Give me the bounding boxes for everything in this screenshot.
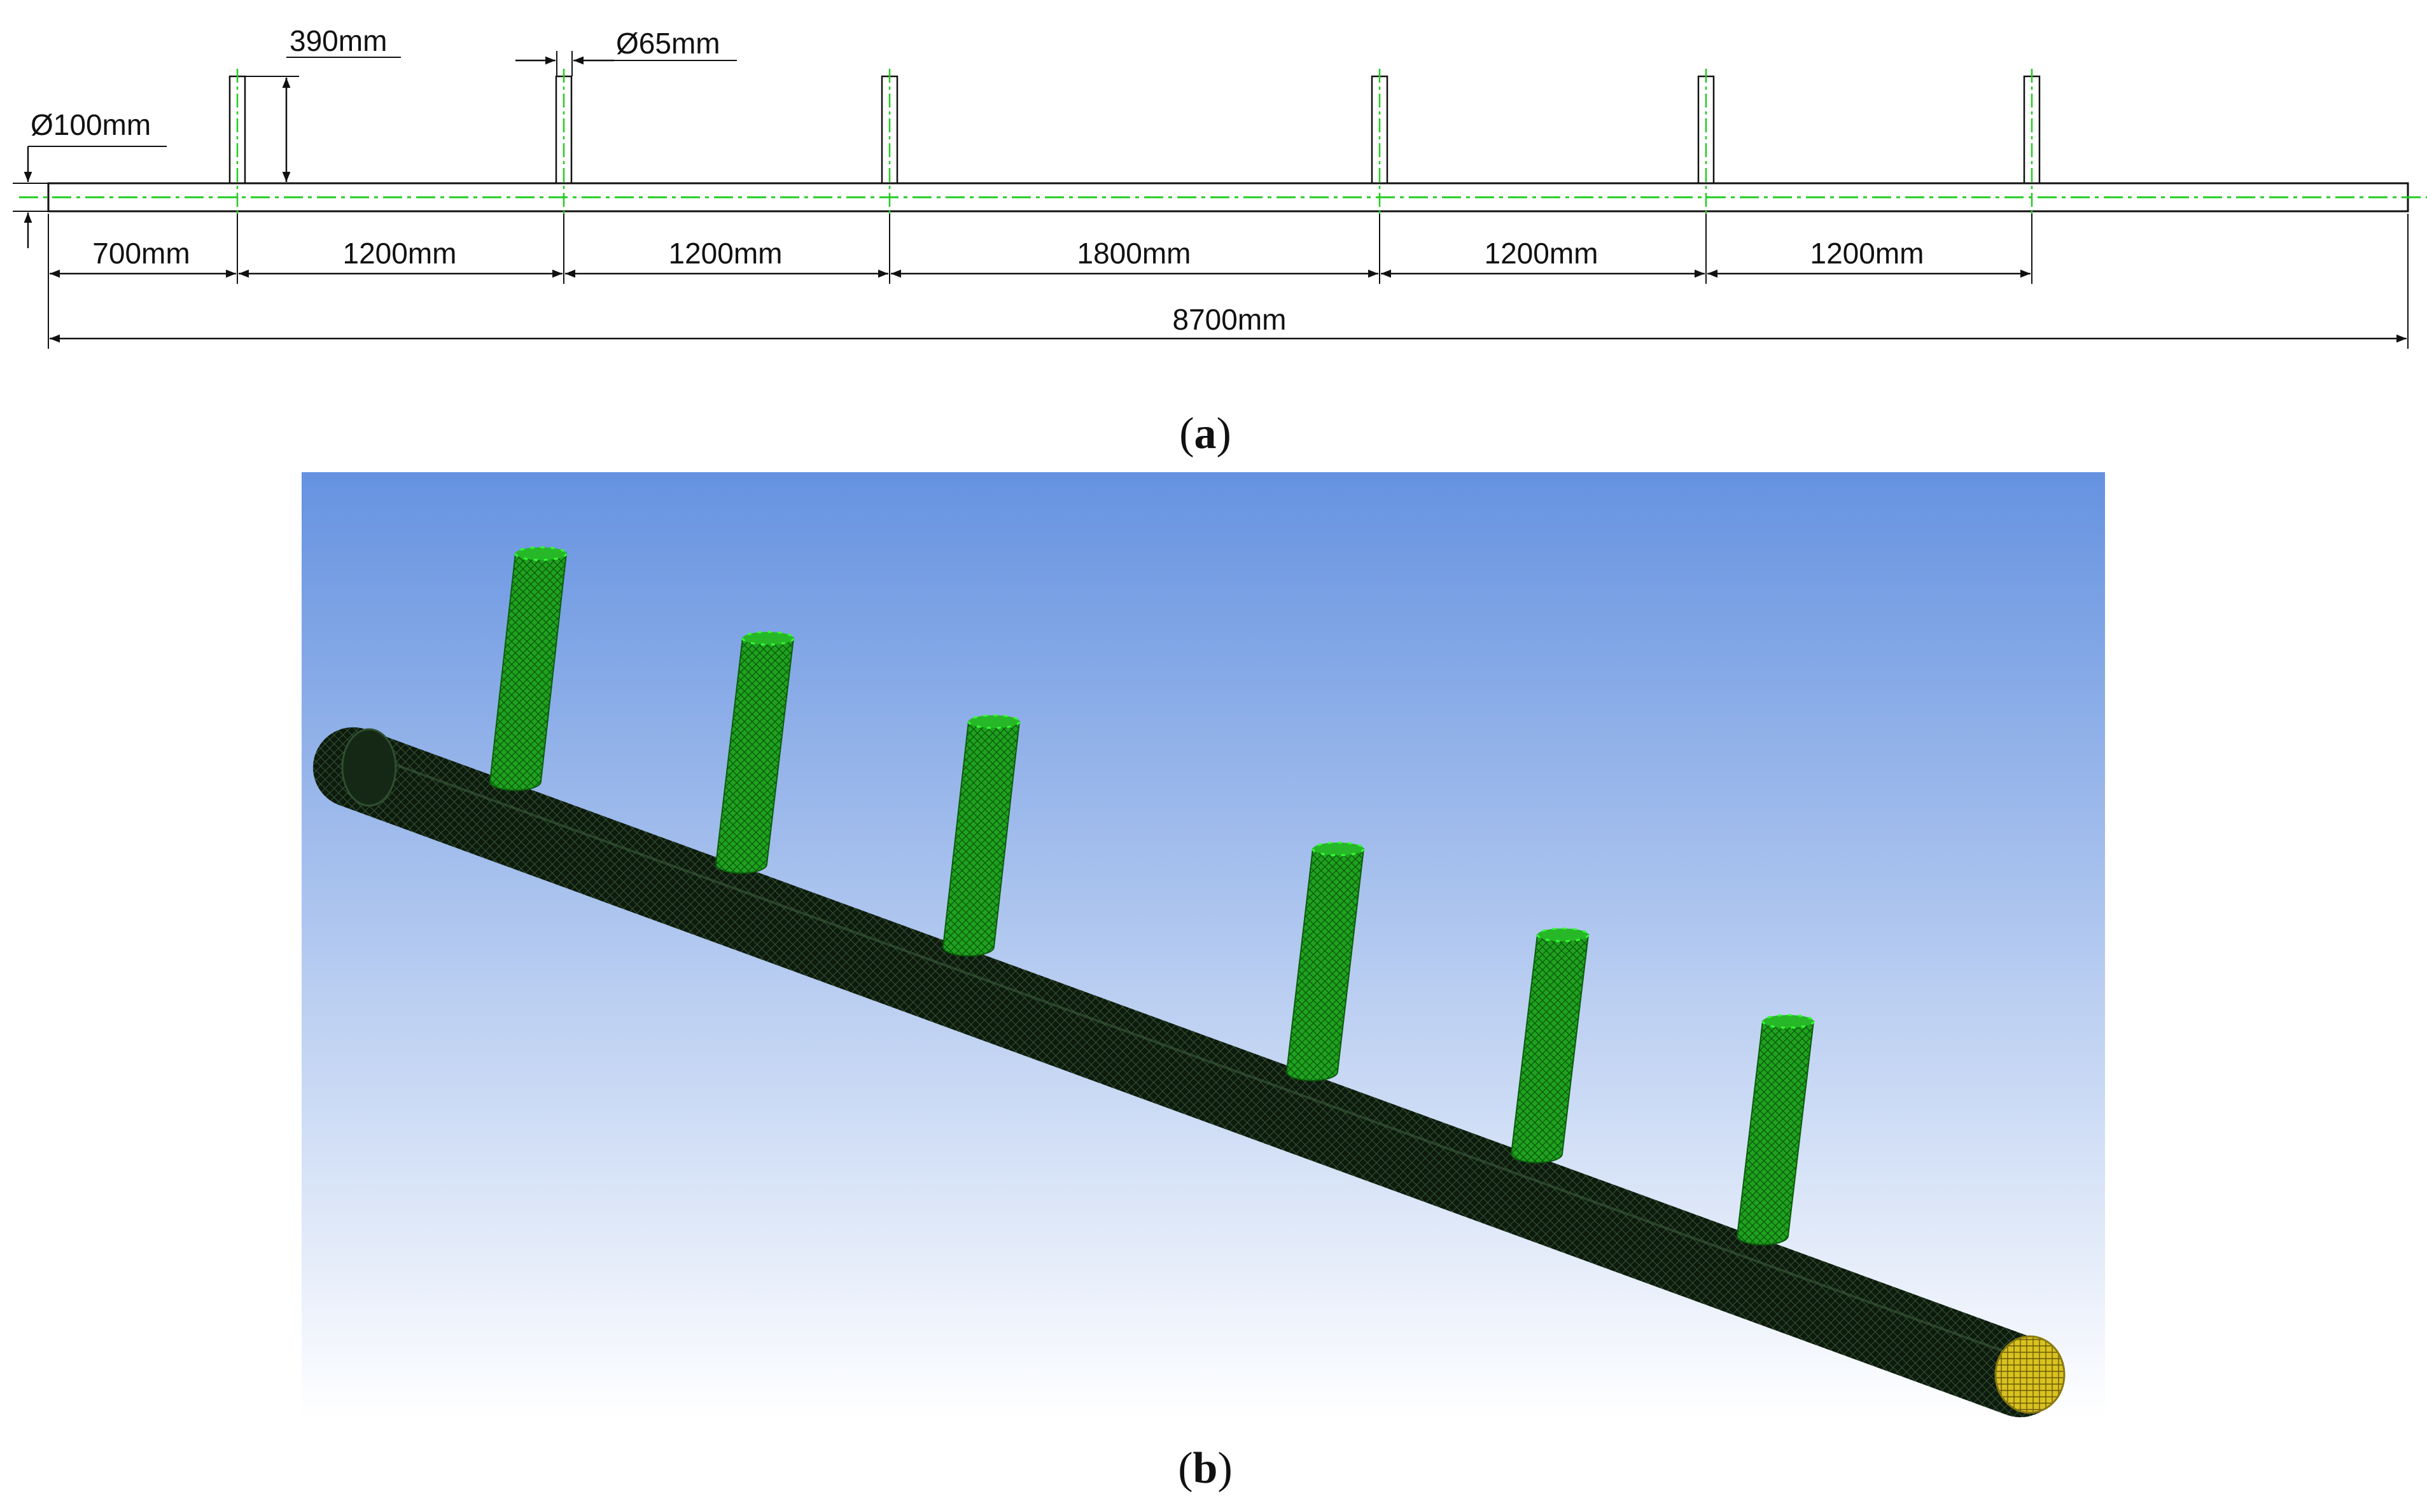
- branch-pipe-mesh: [1736, 1014, 1815, 1245]
- total-length-dimension: 8700mm: [50, 214, 2409, 349]
- total-length-label: 8700mm: [1173, 303, 1287, 336]
- branch-height-dimension: 390mm: [245, 24, 401, 184]
- caption-a: (a): [1179, 409, 1231, 458]
- branch-diameter-label: Ø65mm: [616, 27, 720, 60]
- segment-label: 1200mm: [1810, 237, 1924, 270]
- segment-labels: 700mm 1200mm 1200mm 1800mm 1200mm 1200mm: [92, 237, 1924, 270]
- main-pipe-mesh: [312, 727, 2062, 1418]
- branch-height-label: 390mm: [290, 24, 387, 57]
- branch-pipes-outline: [228, 69, 2041, 214]
- branch-pipe-outline: [2023, 69, 2041, 214]
- inlet-end-face: [341, 728, 397, 807]
- branch-pipe-mesh: [715, 631, 795, 874]
- branch-pipe-mesh: [1510, 927, 1590, 1163]
- segment-label: 1800mm: [1077, 237, 1191, 270]
- branch-pipe-mesh: [489, 546, 568, 791]
- segment-dimensions: [48, 214, 2032, 349]
- branch-pipe-outline: [555, 69, 573, 214]
- panel-a-drawing: Ø100mm 390mm Ø65mm 700mm 1200mm 120: [13, 24, 2427, 458]
- segment-label: 1200mm: [1485, 237, 1598, 270]
- branch-pipe-mesh: [942, 714, 1021, 956]
- branch-pipe-mesh: [1285, 841, 1365, 1081]
- main-pipe-highlight: [367, 753, 2037, 1364]
- branch-diameter-dimension: Ø65mm: [515, 27, 737, 76]
- main-diameter-label: Ø100mm: [31, 108, 151, 141]
- outlet-end-face: [1994, 1335, 2066, 1414]
- panel-b-mesh-view: (b): [302, 472, 2105, 1493]
- segment-label: 1200mm: [343, 237, 457, 270]
- segment-label: 1200mm: [669, 237, 783, 270]
- branch-pipe-outline: [881, 69, 899, 214]
- branch-pipe-outline: [228, 69, 246, 214]
- branch-pipe-outline: [1371, 69, 1388, 214]
- branch-pipe-outline: [1697, 69, 1715, 214]
- caption-b: (b): [1178, 1444, 1233, 1493]
- main-diameter-dimension: Ø100mm: [13, 108, 167, 248]
- segment-label: 700mm: [92, 237, 190, 270]
- branch-pipes-mesh: [489, 546, 1815, 1245]
